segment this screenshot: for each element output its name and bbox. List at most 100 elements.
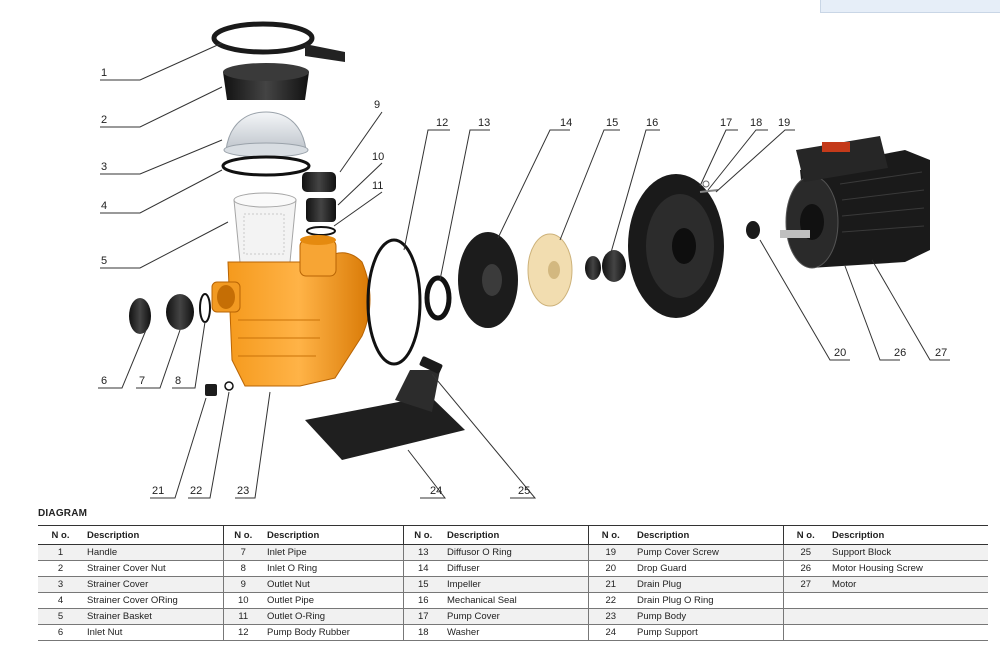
part-number: 10 — [223, 592, 263, 609]
header-description: Description — [828, 525, 988, 545]
part-description: Strainer Cover Nut — [83, 560, 224, 577]
part-description: Drain Plug O Ring — [633, 592, 784, 609]
part-description: Pump Body — [633, 608, 784, 625]
callout-23: 23 — [237, 485, 249, 497]
part-description: Washer — [443, 624, 589, 641]
part-description: Drain Plug — [633, 576, 784, 593]
table-row: 6 Inlet Nut 12 Pump Body Rubber 18 Washe… — [38, 624, 988, 641]
callout-27: 27 — [935, 347, 947, 359]
callout-3: 3 — [101, 161, 107, 173]
callout-21: 21 — [152, 485, 164, 497]
callout-6: 6 — [101, 375, 107, 387]
header-description: Description — [633, 525, 784, 545]
part-description: Support Block — [828, 544, 988, 561]
callout-10: 10 — [372, 151, 384, 163]
part-inlet-pipe — [166, 294, 194, 330]
part-number: 26 — [783, 560, 828, 577]
part-description: Strainer Cover — [83, 576, 224, 593]
part-washer — [702, 180, 710, 188]
part-description: Outlet Nut — [263, 576, 404, 593]
part-description: Impeller — [443, 576, 589, 593]
header-description: Description — [263, 525, 404, 545]
part-number: 23 — [588, 608, 633, 625]
part-description: Motor — [828, 576, 988, 593]
part-number: 11 — [223, 608, 263, 625]
table-row: 4 Strainer Cover ORing 10 Outlet Pipe 16… — [38, 592, 988, 609]
exploded-view-diagram: 1 2 3 4 5 6 7 8 9 10 11 12 13 14 15 16 1… — [98, 21, 950, 499]
part-description: Drop Guard — [633, 560, 784, 577]
callout-18: 18 — [750, 117, 762, 129]
callout-8: 8 — [175, 375, 181, 387]
part-number: 15 — [403, 576, 443, 593]
part-strainer-cover-nut — [223, 63, 309, 100]
part-description — [828, 624, 988, 641]
part-number: 9 — [223, 576, 263, 593]
part-drain-plug — [205, 384, 217, 396]
part-diffusor-oring — [424, 275, 452, 321]
part-number — [783, 624, 828, 641]
table-row: 3 Strainer Cover 9 Outlet Nut 15 Impelle… — [38, 576, 988, 593]
callout-13: 13 — [478, 117, 490, 129]
part-number: 1 — [38, 544, 83, 561]
part-number: 16 — [403, 592, 443, 609]
part-pump-body-rubber — [366, 238, 422, 366]
part-description: Motor Housing Screw — [828, 560, 988, 577]
part-inlet-nut — [129, 298, 151, 334]
part-strainer-cover — [223, 111, 309, 158]
part-inlet-oring — [199, 293, 211, 323]
part-description: Pump Cover — [443, 608, 589, 625]
part-number: 3 — [38, 576, 83, 593]
callout-9: 9 — [374, 99, 380, 111]
callout-17: 17 — [720, 117, 732, 129]
part-description: Outlet Pipe — [263, 592, 404, 609]
part-number: 25 — [783, 544, 828, 561]
part-description: Outlet O-Ring — [263, 608, 404, 625]
part-motor — [780, 136, 930, 269]
table-header-row: N o. Description N o. Description N o. D… — [38, 525, 988, 545]
part-description: Inlet Nut — [83, 624, 224, 641]
part-outlet-nut — [302, 172, 336, 192]
callout-1: 1 — [101, 67, 107, 79]
part-drop-guard — [746, 221, 760, 239]
callout-22: 22 — [190, 485, 202, 497]
part-mechanical-seal — [585, 250, 626, 282]
table-row: 2 Strainer Cover Nut 8 Inlet O Ring 14 D… — [38, 560, 988, 577]
part-number: 5 — [38, 608, 83, 625]
part-description: Strainer Basket — [83, 608, 224, 625]
part-number: 24 — [588, 624, 633, 641]
part-description: Diffusor O Ring — [443, 544, 589, 561]
part-number: 22 — [588, 592, 633, 609]
part-number: 21 — [588, 576, 633, 593]
callout-20: 20 — [834, 347, 846, 359]
header-description: Description — [83, 525, 224, 545]
part-strainer-basket — [233, 192, 297, 263]
part-number: 8 — [223, 560, 263, 577]
part-description: Mechanical Seal — [443, 592, 589, 609]
header-no: N o. — [403, 525, 443, 545]
part-description: Handle — [83, 544, 224, 561]
callout-4: 4 — [101, 200, 107, 212]
callout-12: 12 — [436, 117, 448, 129]
part-description — [828, 592, 988, 609]
part-number: 20 — [588, 560, 633, 577]
diagram-title: DIAGRAM — [38, 508, 88, 519]
callout-19: 19 — [778, 117, 790, 129]
part-pump-cover-screw — [699, 189, 719, 193]
part-number: 27 — [783, 576, 828, 593]
callout-5: 5 — [101, 255, 107, 267]
part-drain-plug-oring — [224, 381, 234, 391]
callout-15: 15 — [606, 117, 618, 129]
part-description: Pump Support — [633, 624, 784, 641]
part-number: 12 — [223, 624, 263, 641]
part-number: 18 — [403, 624, 443, 641]
callout-26: 26 — [894, 347, 906, 359]
header-description: Description — [443, 525, 589, 545]
callout-14: 14 — [560, 117, 572, 129]
part-number — [783, 592, 828, 609]
part-number: 2 — [38, 560, 83, 577]
top-right-bar — [820, 0, 1000, 13]
callout-24: 24 — [430, 485, 442, 497]
header-no: N o. — [38, 525, 83, 545]
part-number: 13 — [403, 544, 443, 561]
callout-11: 11 — [372, 180, 383, 192]
